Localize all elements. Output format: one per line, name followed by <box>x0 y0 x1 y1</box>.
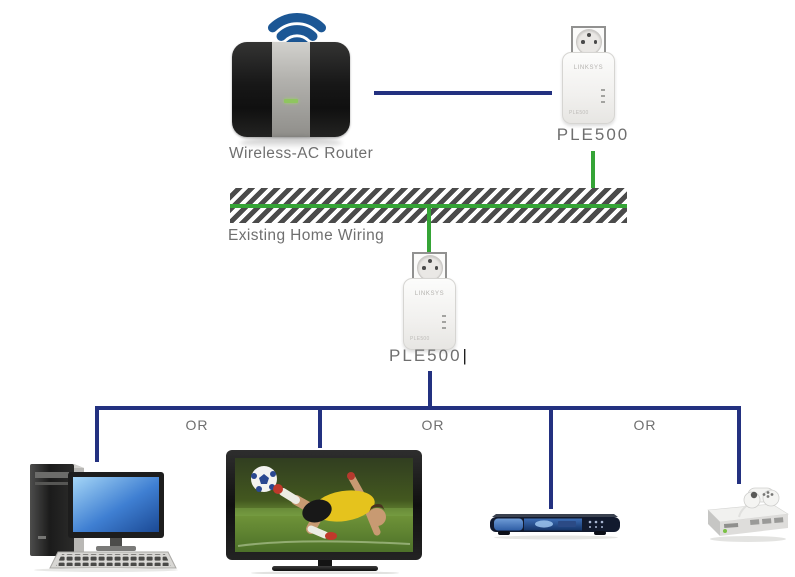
router-reflection <box>240 137 342 149</box>
console-body <box>707 503 789 536</box>
branch-drop-computer <box>95 406 99 462</box>
bluray-display <box>558 521 576 527</box>
adapter-brand-text: LINKSYS <box>573 65 604 71</box>
blu-ray-player <box>490 514 620 540</box>
computer-shadow <box>34 568 178 572</box>
bluray-top-face <box>492 514 618 517</box>
bluray-logo <box>535 520 553 528</box>
computer-keyboard <box>49 551 177 569</box>
wireless-router <box>232 42 350 137</box>
bluray-foot <box>594 531 606 535</box>
outlet-hole <box>422 266 426 270</box>
ethernet-line-adapter-branch <box>428 371 432 408</box>
soccer-player <box>273 472 386 540</box>
outlet-ground-pin <box>428 259 432 263</box>
powerline-bus <box>230 204 627 208</box>
console-front-slots <box>750 517 784 525</box>
adapter-leds <box>442 315 446 333</box>
console-shadow <box>710 536 786 542</box>
wall-outlet-top <box>571 26 606 57</box>
outlet-hole <box>581 40 585 44</box>
text-cursor: | <box>462 346 467 365</box>
tv-stand-neck <box>318 560 332 566</box>
or-label-3: OR <box>633 417 657 433</box>
outlet-hole <box>434 266 438 270</box>
powerline-adapter-mid: LINKSYS PLE500 <box>403 278 456 350</box>
bluray-foot <box>498 531 510 535</box>
outlet-ground-pin <box>587 33 591 37</box>
game-controller <box>738 487 780 518</box>
soccer-ball <box>251 466 277 492</box>
bluray-left-panel <box>494 518 523 531</box>
branch-drop-tv <box>318 406 322 448</box>
adapter-leds <box>601 89 605 107</box>
bluray-buttons <box>588 520 604 528</box>
or-label-1: OR <box>185 417 209 433</box>
adapter-model-text: PLE500 <box>410 336 430 342</box>
branch-drop-bluray <box>549 406 553 509</box>
adapter-mid-label-text: PLE500 <box>389 346 462 365</box>
ethernet-line-router-adapter <box>374 91 552 95</box>
router-status-led <box>284 99 298 103</box>
branch-drop-console <box>737 406 741 484</box>
powerline-link-mid <box>427 208 431 254</box>
powerline-link-top <box>591 151 595 208</box>
tv-stand-base <box>272 566 378 571</box>
branch-bus-line <box>95 406 741 410</box>
adapter-mid-label: PLE500| <box>388 346 468 366</box>
adapter-top-label: PLE500 <box>556 125 630 144</box>
bluray-shadow <box>494 535 618 540</box>
tv-screen-soccer-scene <box>235 458 413 552</box>
adapter-brand-text: LINKSYS <box>414 291 445 297</box>
television <box>226 450 422 574</box>
or-label-2: OR <box>421 417 445 433</box>
computer-monitor <box>68 472 164 551</box>
tv-shadow <box>251 571 399 574</box>
outlet-hole <box>593 40 597 44</box>
powerline-adapter-top: LINKSYS PLE500 <box>562 52 615 124</box>
desktop-computer <box>30 464 178 572</box>
adapter-model-text: PLE500 <box>569 110 589 116</box>
wiring-label: Existing Home Wiring <box>228 227 385 244</box>
router-front-panel <box>272 42 310 137</box>
router-label: Wireless-AC Router <box>229 145 374 162</box>
game-console <box>707 487 789 542</box>
